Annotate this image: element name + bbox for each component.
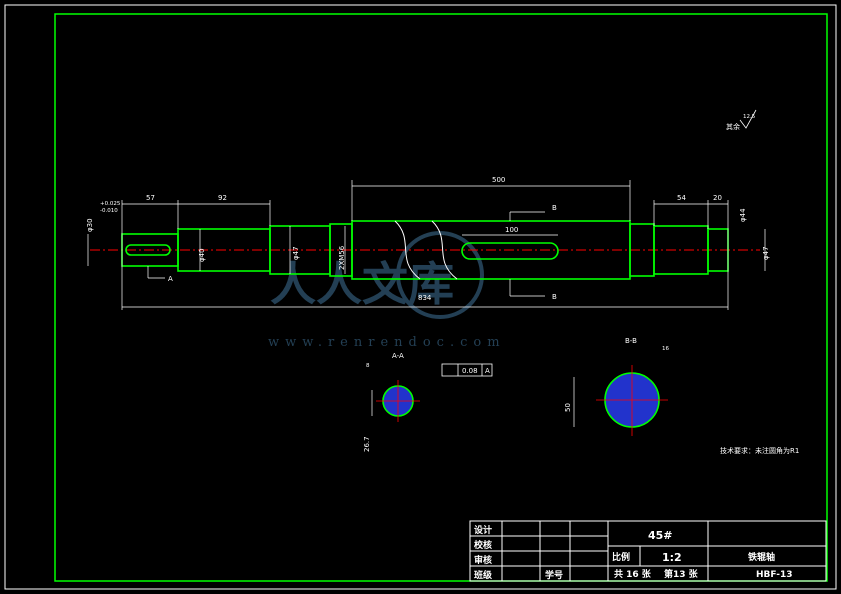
shaft-outline [121, 220, 729, 280]
roughness-value: 12.5 [743, 114, 756, 120]
dimension-lines [87, 180, 766, 310]
dim-d30: φ30 [86, 218, 94, 232]
tb-drawing-no: HBF-13 [756, 570, 793, 580]
inner-frame [54, 13, 828, 582]
section-aa-label: A-A [392, 352, 404, 360]
dim-m56: 2XM56 [338, 245, 346, 270]
tb-check: 校核 [474, 539, 492, 551]
dim-d47a: φ47 [292, 246, 300, 260]
tb-part-name: 铁辊轴 [748, 551, 775, 563]
tb-scale-label: 比例 [612, 551, 630, 563]
title-block [469, 520, 827, 582]
dim-d40: φ40 [198, 248, 206, 262]
tb-design: 设计 [474, 524, 492, 536]
dimension-text: 57 92 500 100 54 20 834 φ30 φ40 φ47 2XM5… [86, 176, 770, 302]
section-bb-key: 16 [662, 346, 669, 352]
tb-material: 45# [648, 529, 673, 542]
section-bb-depth: 50 [564, 403, 572, 412]
dim-92: 92 [218, 194, 227, 202]
label-b-top: B [552, 204, 557, 212]
watermark-url: www.renrendoc.com [268, 335, 506, 350]
section-aa: A-A 26.7 8 0.08 A [363, 352, 493, 452]
watermark-brand: 人人文库 [270, 257, 454, 311]
roughness-label: 其余 [726, 122, 740, 131]
section-bb-label: B-B [625, 337, 637, 345]
dim-20: 20 [713, 194, 722, 202]
tech-requirement: 技术要求：未注圆角为R1 [720, 446, 799, 455]
tb-sheets: 共 16 张 [614, 568, 652, 580]
tb-class: 班级 [474, 569, 493, 581]
title-block-text: 设计 校核 审核 班级 学号 45# 比例 1:2 共 16 张 第13 张 铁… [474, 524, 793, 581]
section-aa-depth: 26.7 [363, 436, 371, 452]
tb-scale-value: 1:2 [662, 551, 682, 564]
label-b-bottom: B [552, 293, 557, 301]
shaft-break [394, 220, 458, 280]
label-a: A [168, 275, 173, 283]
tol-lower: -0.010 [100, 208, 118, 214]
dim-d44: φ44 [739, 208, 747, 222]
tol-upper: +0.025 [100, 201, 121, 207]
outer-frame [4, 4, 837, 590]
dim-57: 57 [146, 194, 155, 202]
section-aa-key: 8 [366, 363, 370, 369]
dim-d47b: φ47 [762, 246, 770, 260]
tb-review: 审核 [474, 554, 492, 566]
tol-datum: A [485, 367, 490, 375]
tb-student-no: 学号 [545, 569, 563, 581]
roughness-note: 其余 12.5 [726, 109, 757, 131]
dim-100: 100 [505, 226, 518, 234]
section-bb: B-B 50 16 [564, 337, 669, 436]
tol-value: 0.08 [462, 367, 478, 375]
tb-sheet-no: 第13 张 [664, 568, 699, 580]
dim-500: 500 [492, 176, 505, 184]
watermark: 人人文库 www.renrendoc.com [268, 231, 506, 350]
dim-54: 54 [677, 194, 686, 202]
dim-834: 834 [418, 294, 432, 302]
